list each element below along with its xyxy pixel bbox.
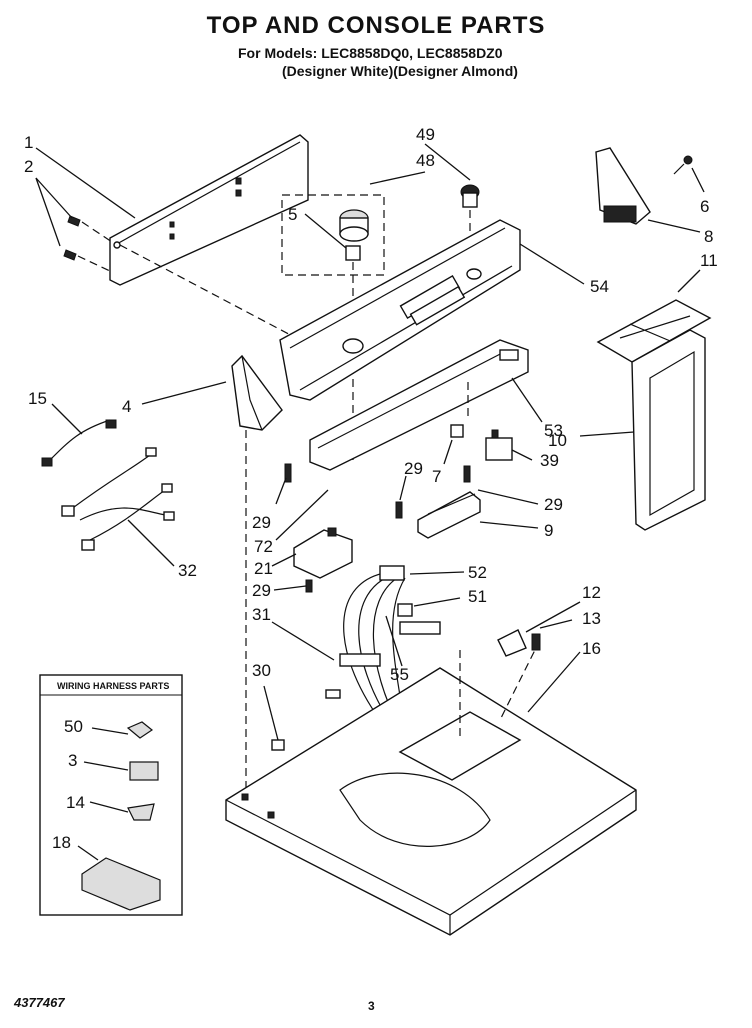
part-32-harness: [61, 447, 175, 551]
leader-lines: [35, 143, 705, 741]
callout-51: 51: [468, 587, 487, 606]
part-30-clip: [271, 739, 285, 751]
wiring-label-18: 18: [52, 833, 71, 852]
part-13-screw: [531, 633, 541, 651]
part-2-screws: [63, 215, 113, 273]
callout-16: 16: [582, 639, 601, 658]
wiring-label-50: 50: [64, 717, 83, 736]
callout-39: 39: [540, 451, 559, 470]
colors-line: (Designer White)(Designer Almond): [282, 63, 518, 79]
callout-7: 7: [432, 467, 441, 486]
callout-4: 4: [122, 397, 131, 416]
doc-number: 4377467: [14, 995, 65, 1010]
part-10-panel: [631, 329, 706, 531]
part-48-knob-box: [281, 194, 385, 460]
part-4-endcap: [231, 354, 283, 790]
callout-54: 54: [590, 277, 609, 296]
part-15-harness: [41, 419, 117, 467]
callout-8: 8: [704, 227, 713, 246]
callout-31: 31: [252, 605, 271, 624]
wiring-label-3: 3: [68, 751, 77, 770]
callout-52: 52: [468, 563, 487, 582]
part-9-terminal-block: [417, 491, 481, 539]
part-39-switch: [485, 429, 513, 461]
callout-72: 72: [254, 537, 273, 556]
callout-13: 13: [582, 609, 601, 628]
part-53-rail: [309, 339, 529, 471]
callout-32: 32: [178, 561, 197, 580]
callout-29-a: 29: [404, 459, 423, 478]
callout-29-b: 29: [544, 495, 563, 514]
callout-48: 48: [416, 151, 435, 170]
callout-29-c: 29: [252, 513, 271, 532]
callout-49: 49: [416, 125, 435, 144]
callout-labels: 1 2 49 48 5 6 8 11 54 15 4 53 10 7 39 29…: [24, 125, 718, 684]
callout-15: 15: [28, 389, 47, 408]
part-11-cover: [596, 299, 712, 363]
part-1-bracket: [109, 134, 309, 341]
callout-11: 11: [700, 251, 718, 270]
models-line: For Models: LEC8858DQ0, LEC8858DZ0: [238, 45, 503, 61]
part-21-timer: [293, 527, 353, 579]
part-49-knob: [460, 184, 480, 258]
wiring-label-14: 14: [66, 793, 85, 812]
wiring-harness-box: WIRING HARNESS PARTS 50 3 14 18: [39, 674, 183, 916]
callout-1: 1: [24, 133, 33, 152]
callout-9: 9: [544, 521, 553, 540]
callout-30: 30: [252, 661, 271, 680]
callout-12: 12: [582, 583, 601, 602]
part-54-console: [279, 219, 521, 401]
page-number: 3: [368, 999, 375, 1013]
page-title: TOP AND CONSOLE PARTS: [206, 12, 546, 39]
callout-5: 5: [288, 205, 297, 224]
part-29-screws: [284, 463, 471, 593]
part-12-clip: [497, 629, 527, 657]
callout-21: 21: [254, 559, 273, 578]
callout-2: 2: [24, 157, 33, 176]
part-16-top-cover: [225, 639, 637, 936]
callout-55: 55: [390, 665, 409, 684]
part-8-bracket: [595, 147, 693, 225]
part-7-clip: [450, 424, 464, 438]
callout-10: 10: [548, 431, 567, 450]
callout-29-d: 29: [252, 581, 271, 600]
callout-53: 53: [544, 421, 563, 440]
wiring-box-title: WIRING HARNESS PARTS: [57, 681, 169, 691]
callout-6: 6: [700, 197, 709, 216]
